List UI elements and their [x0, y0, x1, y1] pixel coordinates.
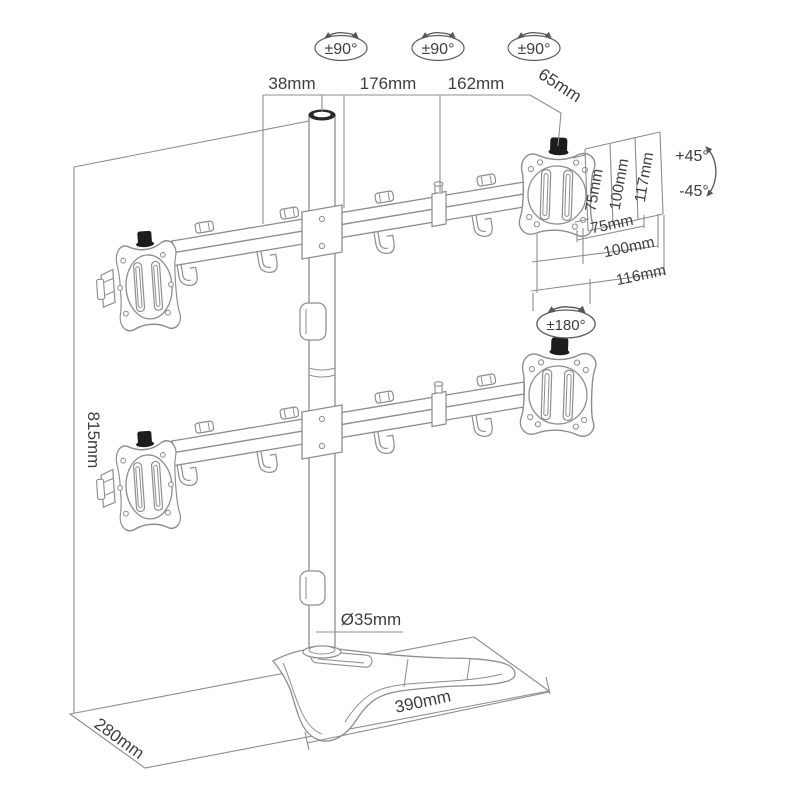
pole-height-dimension [73, 120, 310, 713]
dim-38mm: 38mm [268, 74, 315, 93]
top-dimension-lines [262, 94, 562, 224]
vesa-plate-lower-right [520, 337, 597, 437]
pole [299, 109, 342, 659]
dim-815mm: 815mm [84, 412, 103, 469]
pole-cable-clip-upper [299, 302, 327, 341]
base-dimension-lines [304, 631, 551, 751]
tilt-down-label: -45° [679, 183, 709, 200]
dim-vesa-h-75mm: 75mm [589, 212, 635, 238]
vesa-rotation-label: ±180° [546, 317, 585, 334]
swivel-label-3: ±90° [518, 41, 551, 58]
dim-176mm: 176mm [360, 74, 417, 93]
vesa-plate-upper-left [93, 229, 181, 333]
dim-162mm: 162mm [448, 74, 505, 93]
dim-vesa-h-116mm: 116mm [615, 262, 668, 289]
vesa-plate-upper-right [519, 137, 596, 237]
lower-arm [158, 374, 524, 487]
vesa-plate-lower-left [93, 429, 181, 533]
vesa-horizontal-dimension-lines [530, 214, 665, 311]
swivel-label-1: ±90° [325, 41, 358, 58]
swivel-label-2: ±90° [422, 41, 455, 58]
tilt-arc-arrow [705, 146, 717, 197]
tilt-up-label: +45° [675, 148, 709, 165]
pole-cable-clip-lower [299, 570, 326, 606]
vesa-vertical-dimension-lines [572, 131, 664, 232]
dim-65mm: 65mm [535, 65, 585, 107]
dim-pole-diameter: Ø35mm [341, 610, 401, 629]
upper-arm [158, 174, 524, 287]
dim-vesa-h-100mm: 100mm [602, 234, 656, 261]
